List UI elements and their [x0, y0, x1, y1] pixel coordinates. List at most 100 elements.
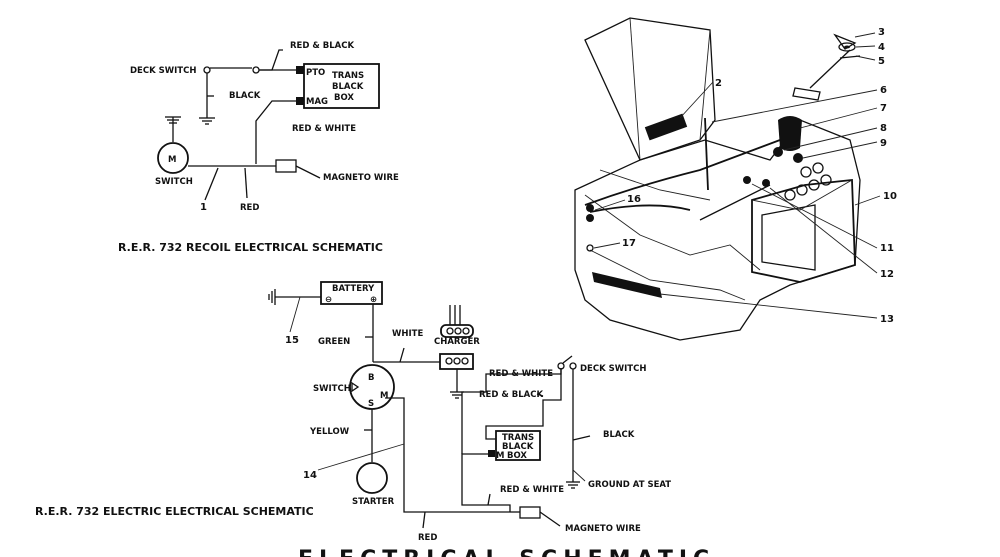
- red-black-label: RED & BLACK: [479, 390, 543, 400]
- trans-box-m-terminal: [488, 450, 495, 457]
- battery-cap-1: [784, 189, 796, 201]
- connector-17: [586, 244, 594, 252]
- battery-cap-6: [812, 162, 824, 174]
- ground-at-seat-label: GROUND AT SEAT: [588, 480, 671, 490]
- terminal-block-pin-1: [445, 357, 453, 365]
- deck-switch-label: DECK SWITCH: [580, 364, 646, 374]
- recoil-title: R.E.R. 732 RECOIL ELECTRICAL SCHEMATIC: [118, 241, 383, 254]
- leader-16: [594, 199, 626, 211]
- green-label: GREEN: [318, 337, 350, 347]
- recoil-mag-terminal: [296, 97, 304, 105]
- leader-10: [854, 195, 881, 206]
- washer-4: [838, 42, 856, 52]
- callout-3: 3: [878, 27, 885, 38]
- red-tick: [422, 511, 426, 529]
- connector-16: [586, 204, 594, 212]
- seat-panel-inner-edge: [699, 29, 711, 141]
- magneto-wire: [539, 511, 561, 527]
- panel-plate: [644, 113, 688, 141]
- recoil-box-line1: TRANS: [332, 71, 364, 81]
- charger-label: CHARGER: [434, 337, 480, 347]
- trans-box-m-label: M: [496, 451, 504, 461]
- red-label: RED: [418, 533, 437, 543]
- switch-pointer: [351, 381, 360, 393]
- callout-14: 14: [303, 470, 317, 481]
- deck-switch-blade: [562, 355, 573, 364]
- callout-10: 10: [883, 191, 897, 202]
- callout-11: 11: [880, 243, 894, 254]
- battery-box: [751, 179, 856, 283]
- recoil-magneto-wire-label: MAGNETO WIRE: [323, 173, 399, 183]
- recoil-leader-red: [244, 167, 248, 199]
- body-contour-1: [584, 194, 761, 271]
- starter-label: STARTER: [352, 497, 395, 507]
- recoil-red-label: RED: [240, 203, 259, 213]
- cropped-page-heading: ELECTRICAL SCHEMATIC: [298, 547, 715, 557]
- cable-lower: [589, 204, 691, 213]
- wire-red: [385, 397, 510, 513]
- charger-pin-1: [446, 327, 454, 335]
- charger-pin-3: [462, 327, 470, 335]
- switch-terminal-m: M: [380, 391, 388, 401]
- ground-at-seat-leader: [572, 469, 586, 482]
- recoil-mag-label: MAG: [306, 97, 328, 107]
- deck-switch-contact-2: [569, 362, 577, 370]
- seat-panel-edge: [629, 17, 641, 161]
- terminal-11: [743, 176, 751, 184]
- callout-5: 5: [878, 56, 885, 67]
- recoil-schematic: DECK SWITCH RED & BLACK PTO TRANS BLACK …: [118, 41, 399, 254]
- leader-15: [289, 296, 301, 333]
- callout-16: 16: [627, 194, 641, 205]
- body-contour-2: [589, 249, 746, 301]
- hold-down-clamp: [792, 87, 821, 101]
- cable-vertical: [704, 117, 709, 191]
- battery-minus: ⊖: [325, 295, 332, 305]
- starter-motor: [356, 462, 388, 494]
- callout-8: 8: [880, 123, 887, 134]
- battery-cap-5: [800, 166, 812, 178]
- recoil-box-line3: BOX: [334, 93, 354, 103]
- recoil-magneto-connector: [275, 159, 297, 173]
- battery-plus: ⊕: [370, 295, 377, 305]
- leader-14: [317, 443, 405, 471]
- leader-8: [783, 127, 878, 151]
- callout-2: 2: [715, 78, 722, 89]
- leader-13: [659, 293, 878, 319]
- recoil-switch-label: SWITCH: [155, 177, 193, 187]
- leader-12: [769, 187, 878, 274]
- slot-13: [592, 272, 662, 298]
- charger-pin-2: [454, 327, 462, 335]
- red-black-tick: [536, 393, 544, 397]
- battery-label: BATTERY: [332, 284, 375, 294]
- leader-3: [854, 32, 876, 38]
- recoil-switch-symbol: M: [168, 155, 176, 165]
- leader-6: [711, 89, 878, 123]
- callout-7: 7: [880, 103, 887, 114]
- battery-cap-2: [796, 184, 808, 196]
- recoil-pto-terminal: [296, 66, 304, 74]
- hold-down-rod: [809, 49, 851, 89]
- battery-top-edge: [751, 179, 853, 211]
- white-tick: [399, 347, 405, 363]
- recoil-leader-1: [204, 167, 219, 201]
- terminal-block-pin-2: [453, 357, 461, 365]
- switch-terminal-s: S: [368, 399, 374, 409]
- terminal-block-pin-3: [461, 357, 469, 365]
- black-tick: [572, 435, 591, 441]
- leader-17: [593, 242, 621, 249]
- connector-16b: [586, 214, 594, 222]
- trans-box-line1: TRANS: [502, 433, 534, 443]
- recoil-deck-switch-contact: [252, 66, 260, 74]
- recoil-magneto-wire: [295, 165, 321, 179]
- recoil-pto-label: PTO: [306, 68, 325, 78]
- callout-12: 12: [880, 269, 894, 280]
- battery-front-face: [761, 204, 816, 271]
- recoil-deck-switch-label: DECK SWITCH: [130, 66, 196, 76]
- terminal-12: [762, 179, 770, 187]
- trans-black-box: [495, 430, 541, 461]
- magneto-connector: [519, 506, 541, 519]
- battery-symbol: [320, 281, 383, 305]
- recoil-deck-switch-pivot: [203, 66, 211, 74]
- leader-9: [802, 141, 878, 159]
